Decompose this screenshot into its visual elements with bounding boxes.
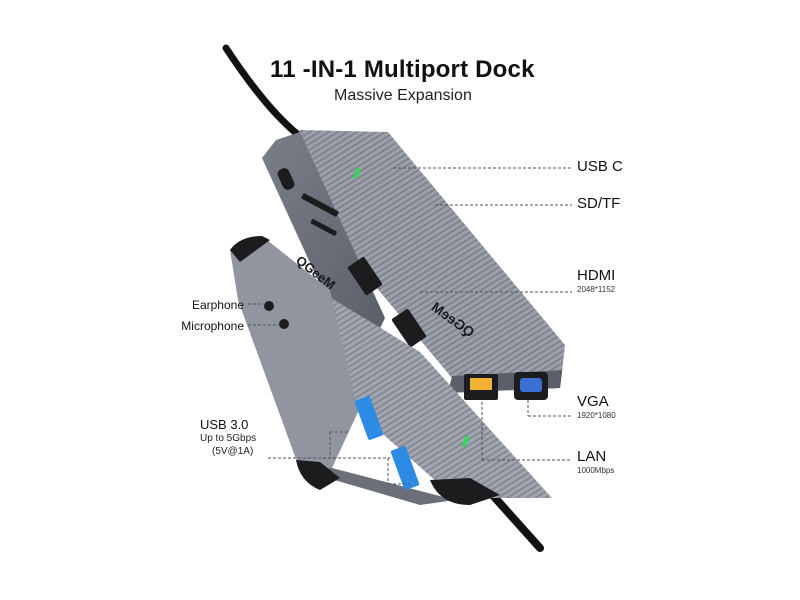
leader-lines: [248, 167, 572, 485]
label-microphone: Microphone: [181, 319, 244, 333]
usb3-port-1: [354, 396, 384, 440]
upper-dock-top: [275, 130, 565, 378]
page-title: 11 -IN-1 Multiport Dock: [270, 56, 535, 83]
lower-dock: QGeeM: [230, 236, 552, 505]
label-usb-c: USB C: [577, 158, 623, 175]
status-led-upper: [352, 167, 361, 180]
usb3-port-2: [390, 446, 420, 490]
label-lan-spec: 1000Mbps: [577, 466, 615, 475]
label-sd-tf: SD/TF: [577, 195, 621, 212]
usb-c-port: [277, 168, 295, 190]
label-vga: VGA: [577, 393, 609, 410]
label-usb3-power: (5V@1A): [212, 446, 254, 457]
lower-dock-top: [318, 290, 552, 498]
page-subtitle: Massive Expansion: [334, 87, 472, 104]
label-lan: LAN: [577, 448, 607, 465]
label-vga-spec: 1920*1080: [577, 411, 616, 420]
microphone-jack: [279, 319, 289, 329]
lower-dock-endcap-right: [430, 478, 500, 505]
hdmi-port-2: [391, 309, 427, 347]
bottom-cable: [484, 486, 544, 552]
label-hdmi-spec: 2048*1152: [577, 285, 616, 294]
tf-slot: [310, 219, 337, 236]
lower-dock-side: [230, 236, 358, 470]
earphone-jack: [264, 301, 274, 311]
sd-slot: [301, 193, 339, 217]
label-usb3-speed: Up to 5Gbps: [200, 433, 257, 444]
label-usb3: USB 3.0: [200, 417, 249, 432]
hdmi-port-1: [347, 257, 383, 295]
lower-dock-endcap-bottom: [296, 460, 340, 490]
label-hdmi: HDMI: [577, 267, 616, 284]
label-earphone: Earphone: [191, 298, 244, 312]
status-led-lower: [461, 435, 470, 448]
lower-dock-endcap-top: [230, 236, 270, 262]
